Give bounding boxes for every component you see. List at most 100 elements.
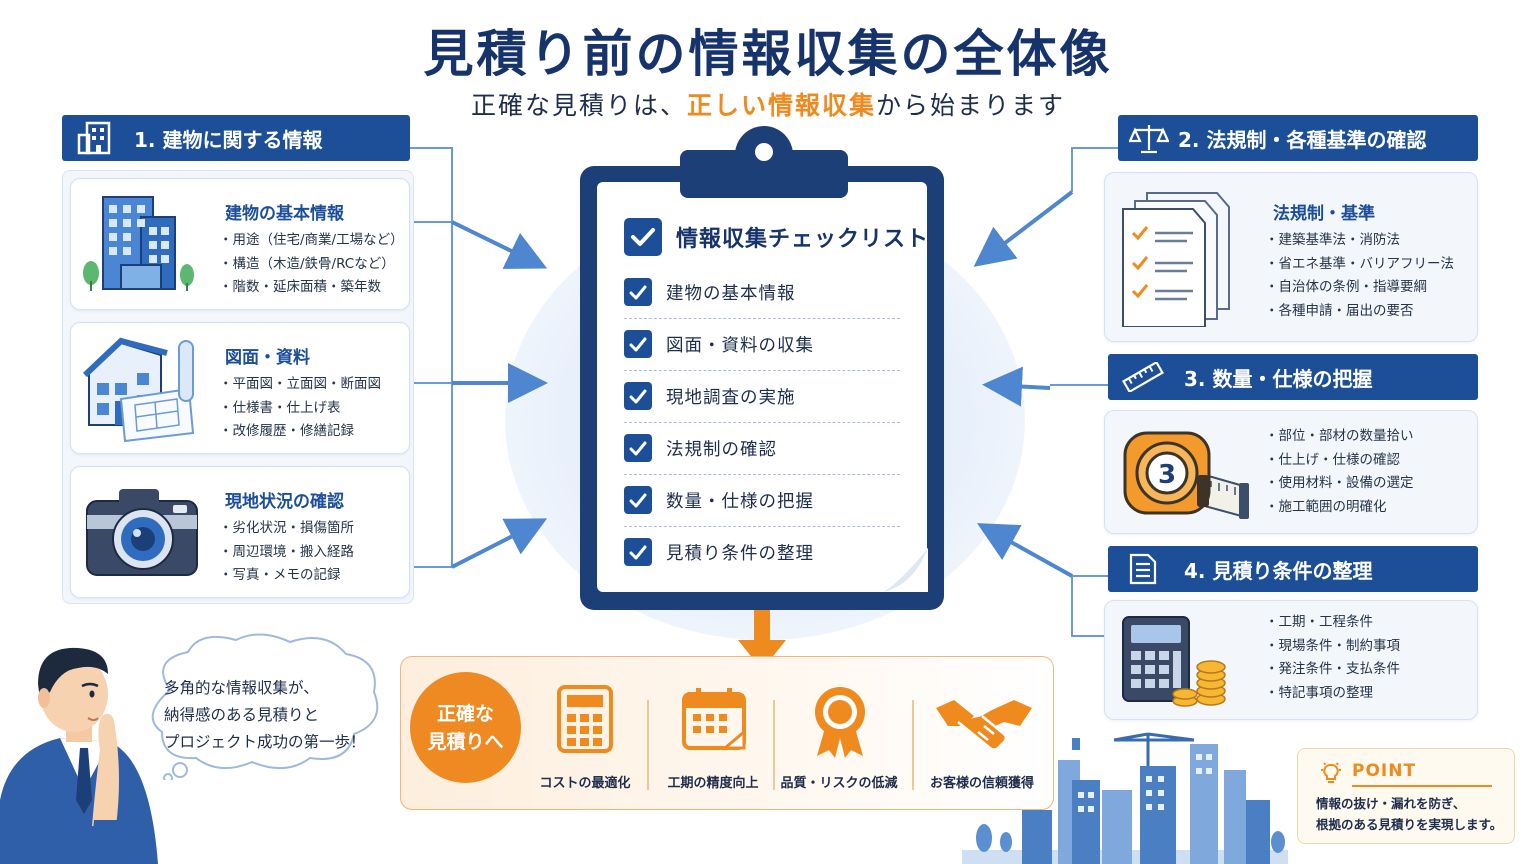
checklist-item-label: 図面・資料の収集 [666, 335, 814, 356]
list-item: ・省エネ基準・バリアフリー法 [1265, 255, 1454, 272]
page-subtitle: 正確な見積りは、正しい情報収集から始まります [0, 86, 1536, 122]
card-site-check: 現地状況の確認 ・劣化状況・損傷箇所 ・周辺環境・搬入経路 ・写真・メモの記録 [70, 466, 410, 598]
card-building-basics: 建物の基本情報 ・用途（住宅/商業/工場など） ・構造（木造/鉄骨/RCなど） … [70, 178, 410, 310]
right-section-header-quantity: 3. 数量・仕様の把握 [1108, 354, 1478, 400]
list-item: ・発注条件・支払条件 [1265, 661, 1400, 677]
checkbox-checked-icon [624, 486, 652, 514]
outcome-label: コストの最適化 [539, 776, 631, 791]
calculator-coins-icon [1122, 616, 1226, 707]
right-section-header-conditions: 4. 見積り条件の整理 [1108, 546, 1478, 592]
checklist-item-label: 法規制の確認 [666, 439, 777, 460]
checkbox-large-icon [624, 218, 662, 256]
list-item: ・各種申請・届出の要否 [1265, 302, 1414, 319]
outcome-divider [647, 700, 649, 790]
ribbon-medal-icon [815, 687, 865, 758]
card-building-basics-title: 建物の基本情報 [225, 204, 344, 224]
point-box: POINT 情報の抜け・漏れを防ぎ、 根拠のある見積りを実現します。 [1297, 748, 1515, 844]
list-item: ・平面図・立面図・断面図 [219, 376, 381, 392]
badge-line-2: 見積りへ [427, 730, 504, 753]
right-section-header-quantity-label: 3. 数量・仕様の把握 [1184, 366, 1373, 391]
businessman-illustration [0, 647, 158, 864]
point-label: POINT [1352, 761, 1417, 781]
checklist-item-label: 建物の基本情報 [666, 283, 796, 304]
card-drawings: 図面・資料 ・平面図・立面図・断面図 ・仕様書・仕上げ表 ・改修履歴・修繕記録 [70, 322, 410, 454]
tape-number: 3 [1158, 460, 1176, 490]
calendar-icon [682, 688, 746, 750]
thought-bubble [151, 633, 379, 780]
document-checklist-icon [1122, 192, 1230, 327]
bubble-line: 納得感のある見積りと [164, 706, 320, 724]
outcome-label: 品質・リスクの低減 [780, 776, 898, 791]
card-conditions-list: ・工期・工程条件 ・現場条件・制約事項 ・発注条件・支払条件 ・特記事項の整理 [1265, 611, 1400, 705]
list-item: ・仕上げ・仕様の確認 [1265, 451, 1400, 468]
list-item: ・劣化状況・損傷箇所 [219, 520, 354, 536]
card-site-check-list: ・劣化状況・損傷箇所 ・周辺環境・搬入経路 ・写真・メモの記録 [219, 517, 354, 588]
outcome-label: お客様の信頼獲得 [929, 776, 1034, 791]
list-item: ・構造（木造/鉄骨/RCなど） [219, 255, 395, 272]
thought-bubble-text: 多角的な情報収集が、 納得感のある見積りと プロジェクト成功の第一歩！ [164, 675, 366, 756]
house-blueprint-icon [82, 337, 195, 443]
handshake-icon [936, 700, 1032, 751]
checklist-item-label: 数量・仕様の把握 [666, 491, 814, 512]
document-list-icon [1120, 551, 1166, 587]
card-building-basics-list: ・用途（住宅/商業/工場など） ・構造（木造/鉄骨/RCなど） ・階数・延床面積… [219, 229, 404, 300]
paper-corner-fold [884, 548, 928, 592]
point-line: 情報の抜け・漏れを防ぎ、 [1316, 796, 1466, 811]
card-drawings-list: ・平面図・立面図・断面図 ・仕様書・仕上げ表 ・改修履歴・修繕記録 [219, 373, 381, 444]
list-item: ・改修履歴・修繕記録 [219, 423, 354, 439]
list-item: ・建築基準法・消防法 [1265, 232, 1400, 248]
checklist-item-label: 見積り条件の整理 [666, 543, 814, 564]
list-item: ・周辺環境・搬入経路 [219, 543, 354, 560]
checklist-item: 図面・資料の収集 [624, 318, 900, 371]
subtitle-highlight: 正しい情報収集 [686, 91, 876, 120]
checklist-item: 法規制の確認 [624, 422, 900, 475]
right-section-header-laws: 2. 法規制・各種基準の確認 [1118, 115, 1478, 161]
checklist-item: 見積り条件の整理 [624, 526, 900, 578]
checkbox-checked-icon [624, 278, 652, 306]
list-item: ・仕様書・仕上げ表 [219, 399, 341, 416]
building-icon [76, 120, 122, 156]
card-quantity-list: ・部位・部材の数量拾い ・仕上げ・仕様の確認 ・使用材料・設備の選定 ・施工範囲… [1265, 425, 1414, 519]
lightbulb-icon [1321, 762, 1341, 783]
checkbox-checked-icon [624, 434, 652, 462]
bubble-line: プロジェクト成功の第一歩！ [164, 733, 366, 751]
card-laws-title: 法規制・基準 [1273, 204, 1375, 224]
scales-icon [1126, 120, 1172, 156]
checklist-item-label: 現地調査の実施 [666, 387, 796, 408]
outcome-divider [773, 700, 775, 790]
right-section-header-conditions-label: 4. 見積り条件の整理 [1184, 558, 1373, 583]
checklist-item: 建物の基本情報 [624, 266, 900, 319]
point-text: 情報の抜け・漏れを防ぎ、 根拠のある見積りを実現します。 [1316, 793, 1502, 835]
point-underline [1352, 785, 1492, 787]
card-laws-list: ・建築基準法・消防法 ・省エネ基準・バリアフリー法 ・自治体の条例・指導要綱 ・… [1265, 229, 1454, 323]
checkbox-checked-icon [624, 330, 652, 358]
checklist-header: 情報収集チェックリスト [624, 218, 929, 256]
badge-line-1: 正確な [436, 702, 494, 725]
left-section-header: 1. 建物に関する情報 [62, 115, 410, 161]
card-conditions: ・工期・工程条件 ・現場条件・制約事項 ・発注条件・支払条件 ・特記事項の整理 [1104, 600, 1478, 720]
list-item: ・部位・部材の数量拾い [1265, 428, 1414, 444]
subtitle-text-after: から始まります [876, 91, 1066, 120]
bubble-line: 多角的な情報収集が、 [164, 679, 319, 697]
subtitle-text-before: 正確な見積りは、 [470, 91, 687, 120]
outcome-label: 工期の精度向上 [667, 776, 759, 791]
camera-icon [86, 489, 198, 576]
list-item: ・特記事項の整理 [1265, 684, 1373, 701]
card-site-check-title: 現地状況の確認 [225, 492, 344, 512]
calculator-icon [557, 685, 613, 753]
list-item: ・施工範囲の明確化 [1265, 498, 1387, 515]
checklist-item: 数量・仕様の把握 [624, 474, 900, 527]
outcome-divider [912, 700, 914, 790]
right-section-header-laws-label: 2. 法規制・各種基準の確認 [1178, 127, 1427, 152]
point-line: 根拠のある見積りを実現します。 [1316, 817, 1503, 832]
card-drawings-title: 図面・資料 [225, 348, 310, 368]
accurate-estimate-badge: 正確な 見積りへ [410, 672, 521, 783]
page-title: 見積り前の情報収集の全体像 [423, 25, 1113, 83]
list-item: ・使用材料・設備の選定 [1265, 475, 1414, 491]
checklist-item: 現地調査の実施 [624, 370, 900, 423]
list-item: ・自治体の条例・指導要綱 [1265, 279, 1427, 295]
list-item: ・用途（住宅/商業/工場など） [219, 232, 404, 248]
list-item: ・写真・メモの記録 [219, 567, 341, 583]
checkbox-checked-icon [624, 538, 652, 566]
